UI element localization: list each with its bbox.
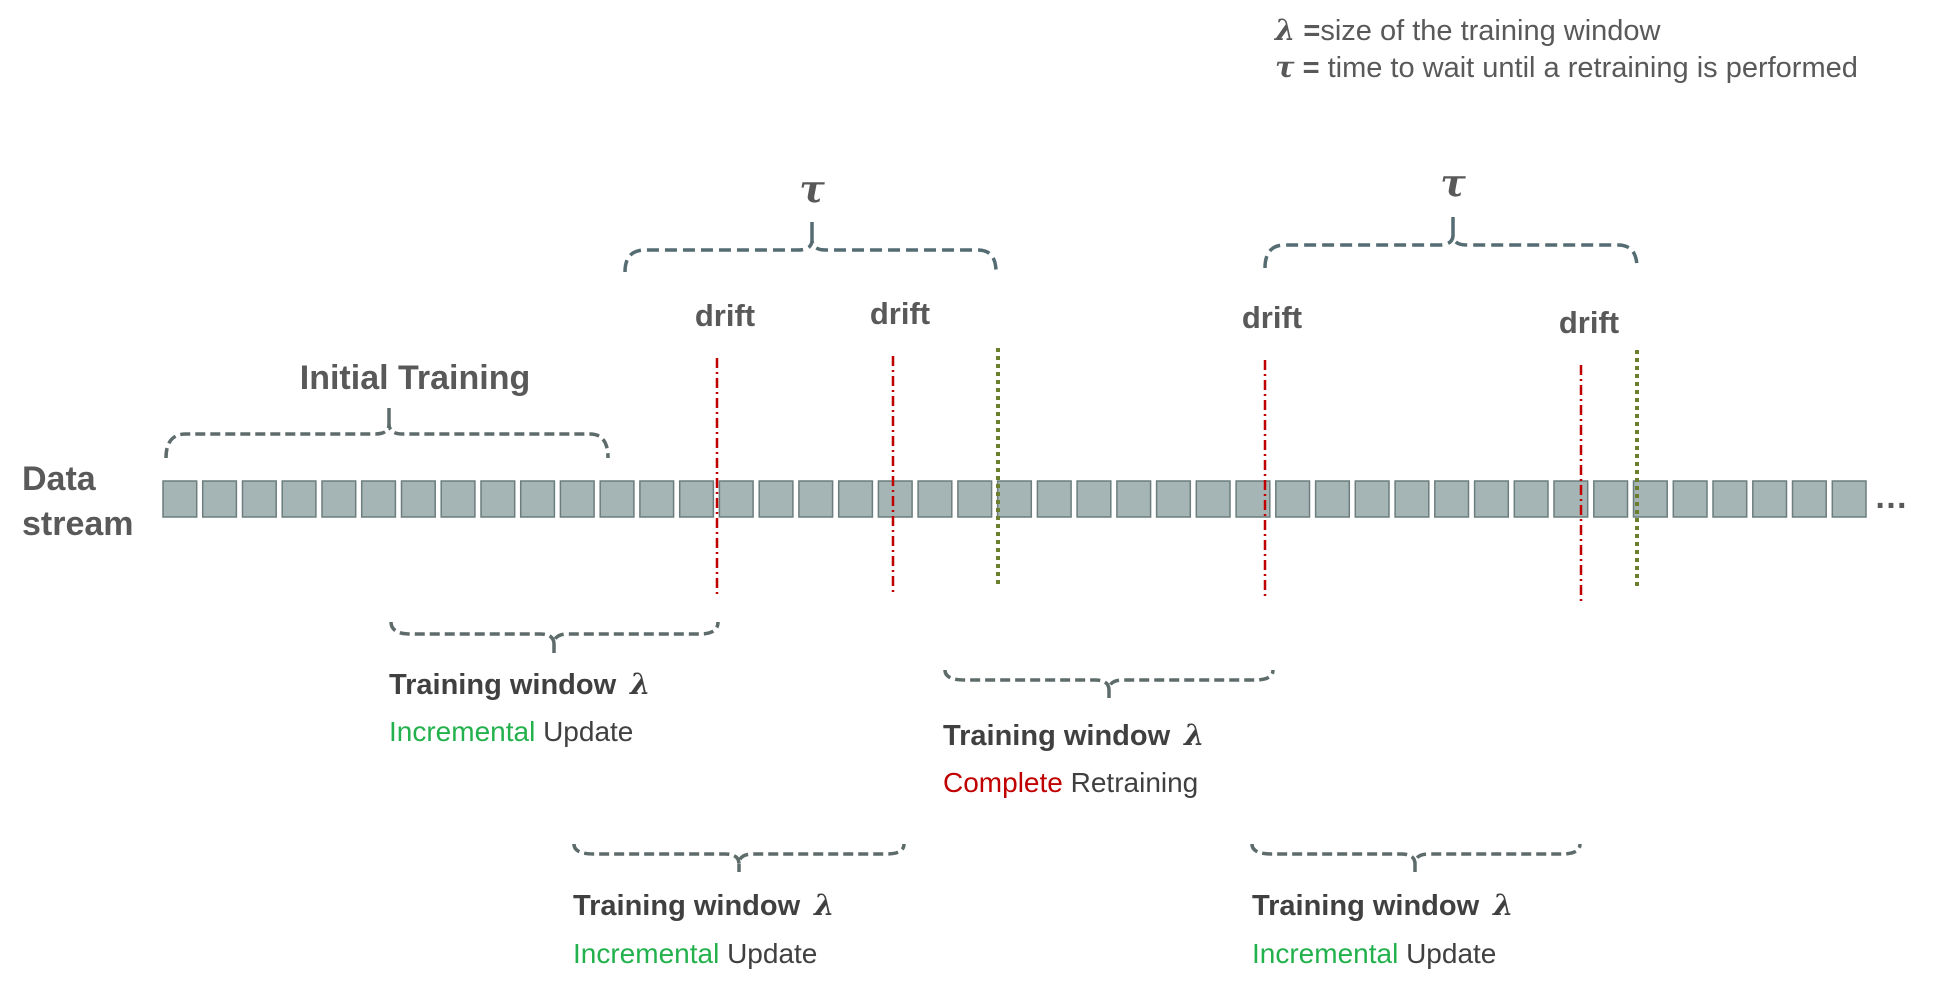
legend-tau-text: time to wait until a retraining is perfo… — [1328, 52, 1858, 84]
data-stream-cell — [639, 480, 675, 518]
data-stream — [162, 480, 1867, 518]
data-stream-cell — [678, 480, 715, 518]
data-stream-cell — [1116, 480, 1152, 518]
data-stream-cell — [162, 480, 198, 518]
data-stream-cell — [996, 480, 1033, 518]
legend-lambda-text: size of the training window — [1320, 15, 1661, 47]
training-window-4: Training window λ Incremental Update — [1250, 843, 1582, 969]
training-window-3-lambda: λ — [812, 888, 834, 922]
legend: λ =size of the training window τ = time … — [1273, 13, 1858, 84]
training-window-2-action: Complete Retraining — [943, 767, 1198, 798]
data-stream-cell — [599, 480, 635, 518]
data-stream-cell — [877, 480, 913, 518]
training-window-1: Training window λ Incremental Update — [389, 621, 720, 747]
training-window-2-highlight: Complete — [943, 767, 1063, 798]
training-window-4-lambda: λ — [1491, 888, 1513, 922]
data-stream-cell — [519, 480, 556, 518]
data-stream-cell — [1473, 480, 1510, 518]
training-window-1-highlight: Incremental — [389, 716, 535, 747]
training-window-1-rest: Update — [535, 716, 633, 747]
data-stream-cell — [281, 480, 317, 518]
data-stream-cell — [559, 480, 595, 518]
training-window-3-highlight: Incremental — [573, 938, 719, 969]
tau-brace-2 — [1263, 217, 1639, 269]
data-stream-cell — [321, 480, 357, 518]
training-window-2-lambda: λ — [1182, 718, 1204, 752]
data-stream-cell — [1394, 480, 1430, 518]
tau-label-2: τ — [1440, 160, 1466, 205]
training-window-3-action: Incremental Update — [573, 938, 817, 969]
legend-tau-symbol: τ — [1275, 50, 1295, 84]
training-window-1-action: Incremental Update — [389, 716, 633, 747]
training-window-4-action: Incremental Update — [1252, 938, 1496, 969]
training-window-3-title-text: Training window — [573, 890, 801, 922]
data-stream-cell — [1434, 480, 1470, 518]
legend-tau-line: τ = time to wait until a retraining is p… — [1275, 50, 1858, 84]
data-stream-cell — [957, 480, 993, 518]
initial-training-brace — [164, 408, 610, 459]
data-stream-cell — [360, 480, 397, 518]
data-stream-cell — [1513, 480, 1549, 518]
data-stream-cell — [241, 480, 277, 518]
data-stream-cell — [1632, 480, 1668, 518]
training-window-2-title: Training window λ — [943, 718, 1205, 752]
drift-label-2: drift — [870, 296, 930, 331]
data-stream-cell — [1155, 480, 1192, 518]
data-stream-cell — [1314, 480, 1351, 518]
data-stream-cell — [758, 480, 794, 518]
training-window-3-rest: Update — [719, 938, 817, 969]
data-stream-cell — [1076, 480, 1112, 518]
data-stream-cell — [837, 480, 874, 518]
drift-label-4: drift — [1559, 305, 1619, 340]
data-stream-cell — [1712, 480, 1748, 518]
training-window-4-title-text: Training window — [1252, 890, 1480, 922]
data-stream-cell — [1593, 480, 1629, 518]
initial-training-label: Initial Training — [300, 359, 530, 397]
data-stream-cell — [1672, 480, 1708, 518]
drift-label-1: drift — [695, 298, 755, 333]
training-window-4-title: Training window λ — [1252, 888, 1514, 922]
training-window-4-highlight: Incremental — [1252, 938, 1398, 969]
legend-lambda-eq: = — [1295, 15, 1320, 47]
data-stream-cell — [201, 480, 238, 518]
training-window-2-rest: Retraining — [1063, 767, 1198, 798]
data-stream-cell — [1354, 480, 1390, 518]
tau-brace-1 — [623, 222, 998, 273]
training-window-1-lambda: λ — [628, 667, 650, 701]
data-stream-cell — [1036, 480, 1072, 518]
data-stream-cell — [1831, 480, 1867, 518]
data-stream-cell — [917, 480, 953, 518]
data-stream-cell — [1553, 480, 1589, 518]
training-window-1-title: Training window λ — [389, 667, 651, 701]
training-window-3: Training window λ Incremental Update — [572, 843, 906, 969]
data-stream-cell — [1195, 480, 1231, 518]
data-stream-cell — [1275, 480, 1311, 518]
data-stream-label-line1: Data — [22, 460, 97, 498]
data-stream-cell — [718, 480, 754, 518]
data-stream-cell — [480, 480, 516, 518]
data-stream-cell — [1791, 480, 1827, 518]
legend-tau-eq: = — [1295, 52, 1328, 84]
data-stream-cell — [1752, 480, 1788, 518]
training-window-2-title-text: Training window — [943, 720, 1171, 752]
tau-label-1: τ — [799, 166, 825, 211]
training-window-4-rest: Update — [1398, 938, 1496, 969]
data-stream-label-line2: stream — [22, 505, 134, 543]
data-stream-cell — [798, 480, 834, 518]
ellipsis: … — [1874, 478, 1908, 516]
training-window-3-title: Training window λ — [573, 888, 835, 922]
legend-lambda-line: λ =size of the training window — [1273, 13, 1662, 47]
legend-lambda-symbol: λ — [1273, 13, 1295, 47]
training-window-1-title-text: Training window — [389, 669, 617, 701]
data-stream-cell — [400, 480, 436, 518]
drift-label-3: drift — [1242, 300, 1302, 335]
training-window-2: Training window λ Complete Retraining — [943, 669, 1275, 798]
data-stream-cell — [440, 480, 476, 518]
